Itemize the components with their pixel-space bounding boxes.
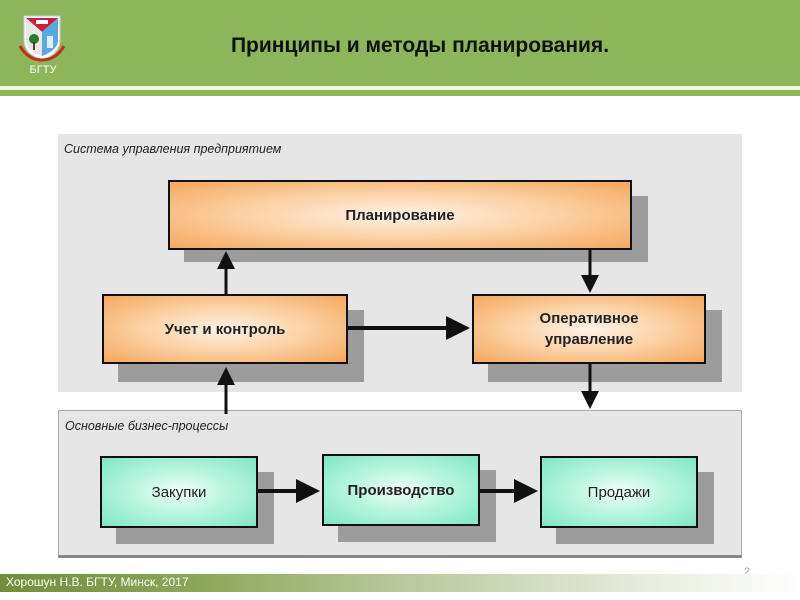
page-title: Принципы и методы планирования. [230,34,610,57]
node-accounting-control: Учет и контроль [102,294,348,364]
node-purchasing: Закупки [100,456,258,528]
footer-bar [0,574,800,592]
node-production: Производство [322,454,480,526]
header-bar [0,0,800,86]
node-planning: Планирование [168,180,632,250]
header-stripe [0,90,800,96]
page-number: 2 [744,566,751,578]
university-logo-icon [18,12,66,64]
node-sales: Продажи [540,456,698,528]
panel-label: Система управления предприятием [64,142,282,156]
footer-author: Хорошун Н.В. БГТУ, Минск, 2017 [6,575,189,589]
panel-label: Основные бизнес-процессы [65,419,229,433]
logo-caption: БГТУ [29,64,57,76]
node-operational-management: Оперативное управление [472,294,706,364]
header-divider [0,86,800,90]
